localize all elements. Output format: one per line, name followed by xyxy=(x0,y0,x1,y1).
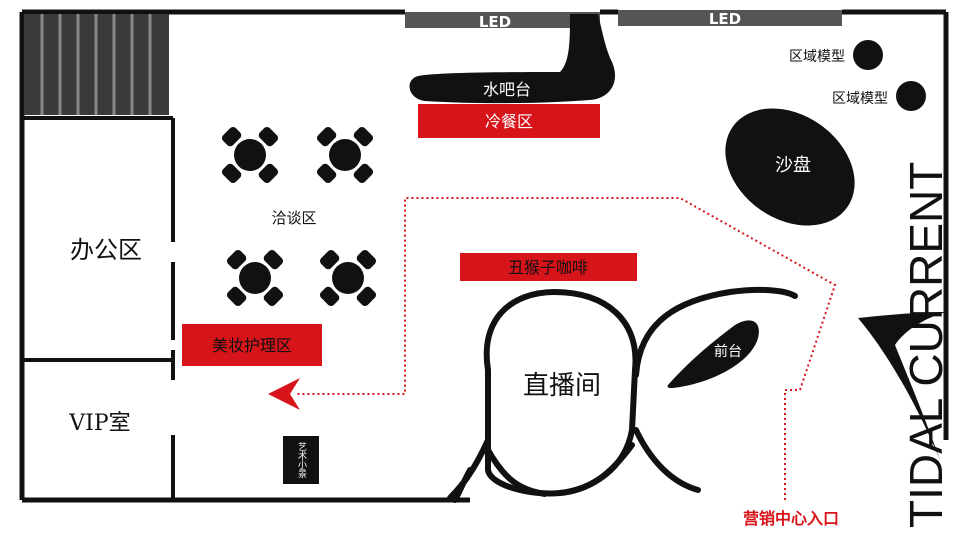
sand-table-label: 沙盘 xyxy=(775,155,811,176)
entrance-label: 营销中心入口 xyxy=(743,509,839,528)
zone-model-1-marker xyxy=(853,40,883,70)
led-left-label: LED xyxy=(479,13,511,31)
beauty-zone xyxy=(182,324,322,366)
beauty-label: 美妆护理区 xyxy=(212,336,292,355)
zone-model-2-label: 区域模型 xyxy=(832,91,888,107)
table-set-2 xyxy=(316,126,374,184)
coffee-zone xyxy=(460,253,637,281)
live-room-label: 直播间 xyxy=(523,371,601,401)
office-label: 办公区 xyxy=(70,236,142,264)
table-set-3 xyxy=(226,249,284,307)
outer-walls xyxy=(19,9,949,503)
front-desk-counter xyxy=(667,320,759,389)
cold-food-label: 冷餐区 xyxy=(485,112,533,131)
live-room-walls xyxy=(447,286,798,503)
stair-block xyxy=(24,14,169,115)
water-bar-counter xyxy=(409,14,616,104)
vip-label: VIP室 xyxy=(68,411,130,436)
art-scene-block xyxy=(283,436,319,484)
brand-text: TIDAL CURRENT xyxy=(900,162,952,528)
table-set-4 xyxy=(319,249,377,307)
zone-model-2-marker xyxy=(896,81,926,111)
led-right-label: LED xyxy=(709,10,741,28)
led-strip-right xyxy=(618,10,842,26)
entrance-swoosh xyxy=(858,312,946,460)
route-arrow-icon xyxy=(268,378,300,410)
sand-table xyxy=(725,108,855,226)
water-bar-label: 水吧台 xyxy=(483,80,531,99)
negotiation-label: 洽谈区 xyxy=(271,209,316,227)
led-strip-left xyxy=(405,12,600,28)
front-desk-label: 前台 xyxy=(714,343,742,360)
zone-model-1-label: 区域模型 xyxy=(789,49,845,65)
table-set-1 xyxy=(221,126,279,184)
visitor-route xyxy=(295,197,837,500)
art-scene-label: 艺术小景 xyxy=(296,442,307,478)
coffee-label: 丑猴子咖啡 xyxy=(508,258,588,277)
office-walls xyxy=(22,116,175,500)
cold-food-zone xyxy=(418,104,600,138)
